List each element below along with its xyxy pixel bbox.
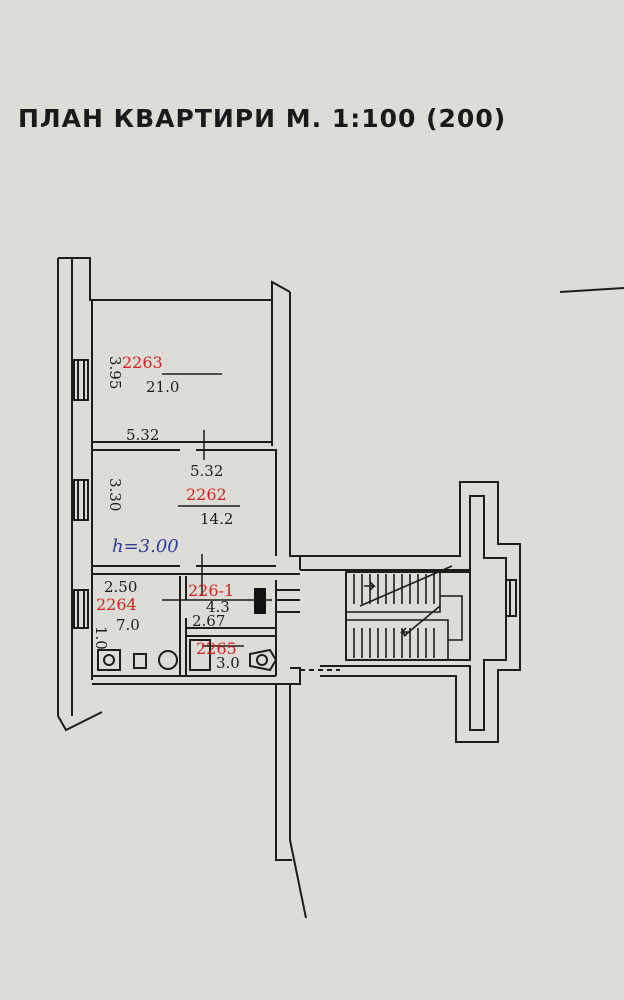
room-5-area: 3.0 xyxy=(216,654,240,672)
window-3 xyxy=(73,589,89,629)
room-3-id: 226-1 xyxy=(188,581,234,600)
room-1-id: 2263 xyxy=(122,353,163,372)
room-5-id: 2265 xyxy=(196,639,237,658)
dim-room2-height: 3.30 xyxy=(106,478,124,511)
plan-title: ПЛАН КВАРТИРИ М. 1:100 (200) xyxy=(18,104,507,133)
toilet xyxy=(249,648,278,672)
dim-kitchen-width: 2.50 xyxy=(104,578,137,596)
room-1-area: 21.0 xyxy=(146,378,179,396)
room-2-id: 2262 xyxy=(186,485,227,504)
room-3-area: 4.3 xyxy=(206,598,230,616)
room-2-area: 14.2 xyxy=(200,510,233,528)
dim-kitchen-side: 1.0 xyxy=(92,626,110,650)
dim-room2-width: 5.32 xyxy=(190,462,223,480)
dim-room1-width: 5.32 xyxy=(126,426,159,444)
room-4-area: 7.0 xyxy=(116,616,140,634)
top-wall xyxy=(58,257,291,301)
stove xyxy=(97,649,121,671)
redaction-mark xyxy=(254,588,266,614)
room-4-id: 2264 xyxy=(96,595,137,614)
ceiling-height-note: h=3.00 xyxy=(112,536,179,557)
dim-corridor-width: 2.67 xyxy=(192,612,225,630)
window-2 xyxy=(73,479,89,521)
dim-room1-height: 3.95 xyxy=(106,356,124,389)
window-1 xyxy=(73,359,89,401)
sink-round xyxy=(158,650,178,670)
